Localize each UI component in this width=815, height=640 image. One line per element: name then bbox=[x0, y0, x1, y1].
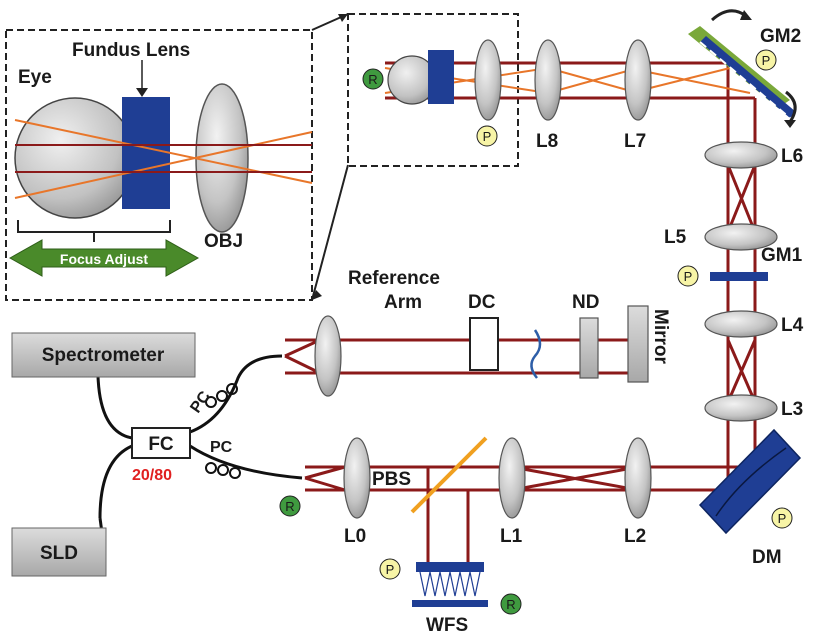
label-pc-bottom: PC bbox=[210, 439, 233, 456]
label-l4: L4 bbox=[781, 315, 804, 336]
lens-l1 bbox=[498, 437, 526, 519]
markers: R P P P P R P R bbox=[279, 49, 793, 615]
label-spectrometer: Spectrometer bbox=[42, 345, 165, 366]
inset-rays bbox=[14, 119, 313, 199]
nd-filter bbox=[579, 317, 599, 379]
fibers bbox=[96, 354, 303, 549]
label-pbs: PBS bbox=[372, 469, 411, 490]
lens-l7 bbox=[624, 39, 652, 121]
marker-r-wfs bbox=[500, 593, 522, 615]
reference-lens bbox=[314, 315, 342, 397]
reference-mirror bbox=[627, 305, 649, 383]
label-l0: L0 bbox=[344, 526, 366, 547]
lens-l8 bbox=[534, 39, 562, 121]
inset-panel: Eye Fundus Lens OBJ Focus Adjust bbox=[5, 13, 349, 301]
marker-r-sample bbox=[279, 495, 301, 517]
label-reference-arm-1: Reference bbox=[348, 268, 440, 289]
label-l8: L8 bbox=[536, 131, 558, 152]
inset-fundus-lens-label: Fundus Lens bbox=[72, 40, 190, 61]
pbs bbox=[410, 436, 488, 514]
svg-text:R: R bbox=[506, 597, 515, 612]
spectrometer-box bbox=[11, 332, 196, 378]
inset-eye bbox=[14, 97, 136, 219]
fundus-lens-pointer-icon bbox=[136, 88, 148, 97]
gm2-rotate-icon-2 bbox=[785, 90, 797, 123]
svg-text:P: P bbox=[684, 269, 693, 284]
wavefront-sensor bbox=[412, 562, 488, 607]
lens-l6 bbox=[704, 141, 778, 169]
dispersion-compensator bbox=[469, 317, 499, 371]
marker-p-obj bbox=[476, 125, 498, 147]
polarization-controllers bbox=[205, 383, 241, 479]
label-gm2: GM2 bbox=[760, 26, 801, 47]
label-dc: DC bbox=[468, 292, 496, 313]
label-l1: L1 bbox=[500, 526, 523, 547]
lens-l4 bbox=[704, 310, 778, 338]
svg-text:R: R bbox=[368, 72, 377, 87]
fundus-lens bbox=[428, 50, 454, 104]
label-sld: SLD bbox=[40, 543, 78, 564]
svg-text:P: P bbox=[386, 562, 395, 577]
lens-l0 bbox=[343, 437, 371, 519]
label-dm: DM bbox=[752, 547, 782, 568]
beam-crossings bbox=[284, 164, 757, 492]
focus-adjust-label: Focus Adjust bbox=[60, 251, 148, 267]
inset-eye-label: Eye bbox=[18, 67, 52, 88]
svg-text:P: P bbox=[762, 53, 771, 68]
label-pc-top: PC bbox=[187, 388, 214, 416]
marker-p-gm1 bbox=[677, 265, 699, 287]
lens-l5 bbox=[704, 223, 778, 251]
label-l7: L7 bbox=[624, 131, 646, 152]
focus-bracket bbox=[17, 220, 171, 242]
marker-p-wfs bbox=[379, 558, 401, 580]
label-gm1: GM1 bbox=[761, 245, 803, 266]
lens-l3 bbox=[704, 394, 778, 422]
marker-p-dm bbox=[771, 507, 793, 529]
inset-objective-lens bbox=[195, 83, 249, 233]
label-l2: L2 bbox=[624, 526, 646, 547]
label-l6: L6 bbox=[781, 146, 803, 167]
eye-inset-box bbox=[347, 13, 519, 167]
objective-lens bbox=[474, 39, 502, 121]
deformable-mirror bbox=[698, 428, 802, 535]
labels: GM2 L8 L7 L6 L5 GM1 L4 L3 DM L2 L1 L0 PB… bbox=[40, 26, 804, 636]
fiber-coupler-box bbox=[131, 427, 191, 459]
label-fc: FC bbox=[148, 434, 174, 455]
inset-objective-label: OBJ bbox=[204, 231, 243, 252]
label-l3: L3 bbox=[781, 399, 803, 420]
gm1-mirror bbox=[710, 272, 768, 281]
svg-text:P: P bbox=[483, 129, 492, 144]
svg-text:R: R bbox=[285, 499, 294, 514]
label-l5: L5 bbox=[664, 227, 687, 248]
inset-fundus-lens bbox=[122, 97, 170, 209]
marker-p-gm2 bbox=[755, 49, 777, 71]
label-nd: ND bbox=[572, 292, 599, 313]
svg-text:P: P bbox=[778, 511, 787, 526]
lens-l2 bbox=[624, 437, 652, 519]
label-split-ratio: 20/80 bbox=[132, 467, 172, 484]
gm2-mirror bbox=[688, 9, 797, 128]
marker-r-eye bbox=[362, 68, 384, 90]
sld-box bbox=[11, 527, 107, 577]
reference-arm-break bbox=[530, 329, 542, 379]
label-mirror: Mirror bbox=[650, 309, 671, 365]
label-reference-arm-2: Arm bbox=[384, 292, 422, 313]
focus-adjust-arrow-icon bbox=[8, 239, 200, 277]
label-wfs: WFS bbox=[426, 615, 468, 636]
